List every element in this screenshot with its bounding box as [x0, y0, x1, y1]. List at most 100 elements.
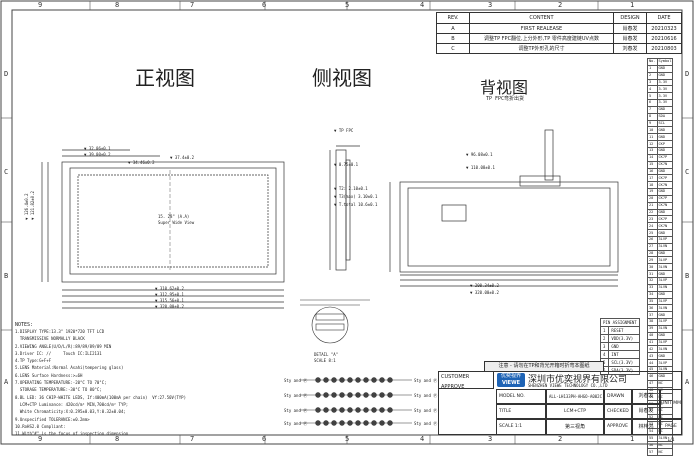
projection-label: 第三视角 — [546, 419, 604, 435]
pin-number: 13 — [647, 146, 658, 155]
dim-label: ▼ T3(max) 3.10±0.1 — [334, 194, 378, 199]
rev-cell: 20210803 — [646, 43, 682, 54]
pin-assignment-title: PIN ASSIGNMENT — [600, 318, 640, 327]
zone-row-d-right: D — [685, 70, 690, 78]
pin-number: 34 — [647, 290, 658, 299]
pin-symbol: GND — [656, 290, 674, 299]
bottom-connector-details — [300, 377, 412, 426]
approve-label: APPROVE — [604, 419, 632, 435]
note-line: 6.LENS Surface Hardness:>=6H — [15, 372, 83, 378]
pin-symbol: GND — [656, 331, 674, 340]
dim-label: ▼ 312.95±0.1 — [155, 292, 184, 297]
note-line: TRANSMISSIVE NORMALLY BLACK — [15, 336, 85, 342]
pa-cell: SDA(3.3V) — [608, 366, 640, 375]
zone-col-5: 5 — [345, 1, 350, 9]
connector-label: Sty and Ⓟ — [414, 408, 438, 413]
zone-col-2: 2 — [558, 1, 563, 9]
connector-label: Sty and Ⓟ — [284, 408, 308, 413]
pin-number: 9 — [647, 119, 658, 128]
pin-number: 32 — [647, 277, 658, 285]
pin-symbol: 3.3V — [656, 85, 674, 94]
zone-row-b: B — [4, 272, 9, 280]
pin-number: 22 — [647, 208, 658, 217]
zone-col-6-bottom: 6 — [262, 435, 267, 443]
pa-cell: 3 — [599, 342, 610, 351]
pin-number: 40 — [647, 331, 658, 340]
note-line: 5.LENS Material:Normal Asahi(tempering g… — [15, 365, 124, 371]
rev-header-rev: REV. — [436, 12, 470, 24]
zone-col-9: 9 — [38, 1, 43, 9]
pin-number: 39 — [647, 324, 658, 333]
pin-symbol: GND — [656, 146, 674, 155]
pin-symbol: GND — [656, 71, 674, 80]
pin-number: 33 — [647, 283, 658, 292]
pin-number: 18 — [647, 181, 658, 190]
pin-number: 11 — [647, 133, 658, 142]
back-view-drawing — [389, 129, 619, 287]
rev-cell: B — [436, 33, 470, 44]
dim-label: ▼ TP FPC — [334, 128, 354, 133]
note-line: 3.Driver IC: // Touch IC:ILI2131 — [15, 350, 102, 356]
pa-cell: 1 — [599, 326, 610, 335]
checked-value: 肖春发 — [632, 404, 660, 419]
checked-label: CHECKED — [604, 404, 632, 419]
pin-symbol: GND — [656, 126, 674, 135]
pin-symbol: 3LVN — [656, 283, 674, 292]
rev-cell: 调整TP FPC翻位,上分外形,TP 零件高度建链UV点数 — [469, 33, 614, 44]
scale-label: SCALE 1:1 — [496, 419, 546, 435]
zone-col-6: 6 — [262, 1, 267, 9]
pin-symbol: 3LVN — [656, 324, 674, 333]
connector-label: Sty and Ⓟ — [284, 393, 308, 398]
drawing-sheet — [0, 0, 694, 445]
revision-table: REV. CONTENT DESIGN DATE A FIRST REALEAS… — [436, 12, 682, 54]
dim-label: ▼ 96.08±0.1 — [466, 152, 493, 157]
pin-symbol: CK7N — [656, 181, 674, 190]
active-area-sub: Super Wide View — [158, 220, 195, 225]
pin-number: 2 — [647, 71, 658, 80]
zone-col-8-bottom: 8 — [115, 435, 120, 443]
pin-symbol: GND — [656, 188, 674, 196]
note-line: STORAGE TEMPERATURE:-30°C TO 80°C; — [15, 387, 102, 393]
pin-number: 56 — [647, 441, 658, 450]
zone-row-a-right: A — [685, 378, 690, 386]
pin-number: 10 — [647, 126, 658, 135]
pin-table-header: No.Symbol — [647, 58, 674, 66]
rev-cell: C — [436, 43, 470, 54]
pin-number: 55 — [647, 434, 658, 443]
page-label: PAGE 1/1 — [660, 419, 682, 443]
pin-number: 38 — [647, 318, 658, 326]
dim-label: ▼ 310.62±0.2 — [155, 286, 184, 291]
front-view-drawing — [41, 149, 285, 309]
active-area-label: 15. 28" (A.A) — [158, 214, 190, 219]
pin-number: 4 — [647, 85, 658, 94]
pa-cell: INT — [608, 350, 640, 359]
connector-label: Sty and Ⓟ — [414, 393, 438, 398]
pin-symbol: 3LVN — [656, 242, 674, 251]
pa-cell: RESET — [608, 326, 640, 335]
model-value: ALL-LH133PH-AHGO-A002C — [546, 389, 604, 404]
dim-label: ▼ 34.46±0.2 — [128, 160, 155, 165]
pin-number: 35 — [647, 297, 658, 306]
notes-lines: 1.DISPLAY TYPE:13.3" 1920*720 TFT LCD TR… — [15, 328, 186, 437]
revision-row: B 调整TP FPC翻位,上分外形,TP 零件高度建链UV点数 肖春发 2021… — [436, 33, 682, 44]
pin-number: 1 — [647, 64, 658, 73]
pin-symbol: CK7N — [656, 201, 674, 210]
